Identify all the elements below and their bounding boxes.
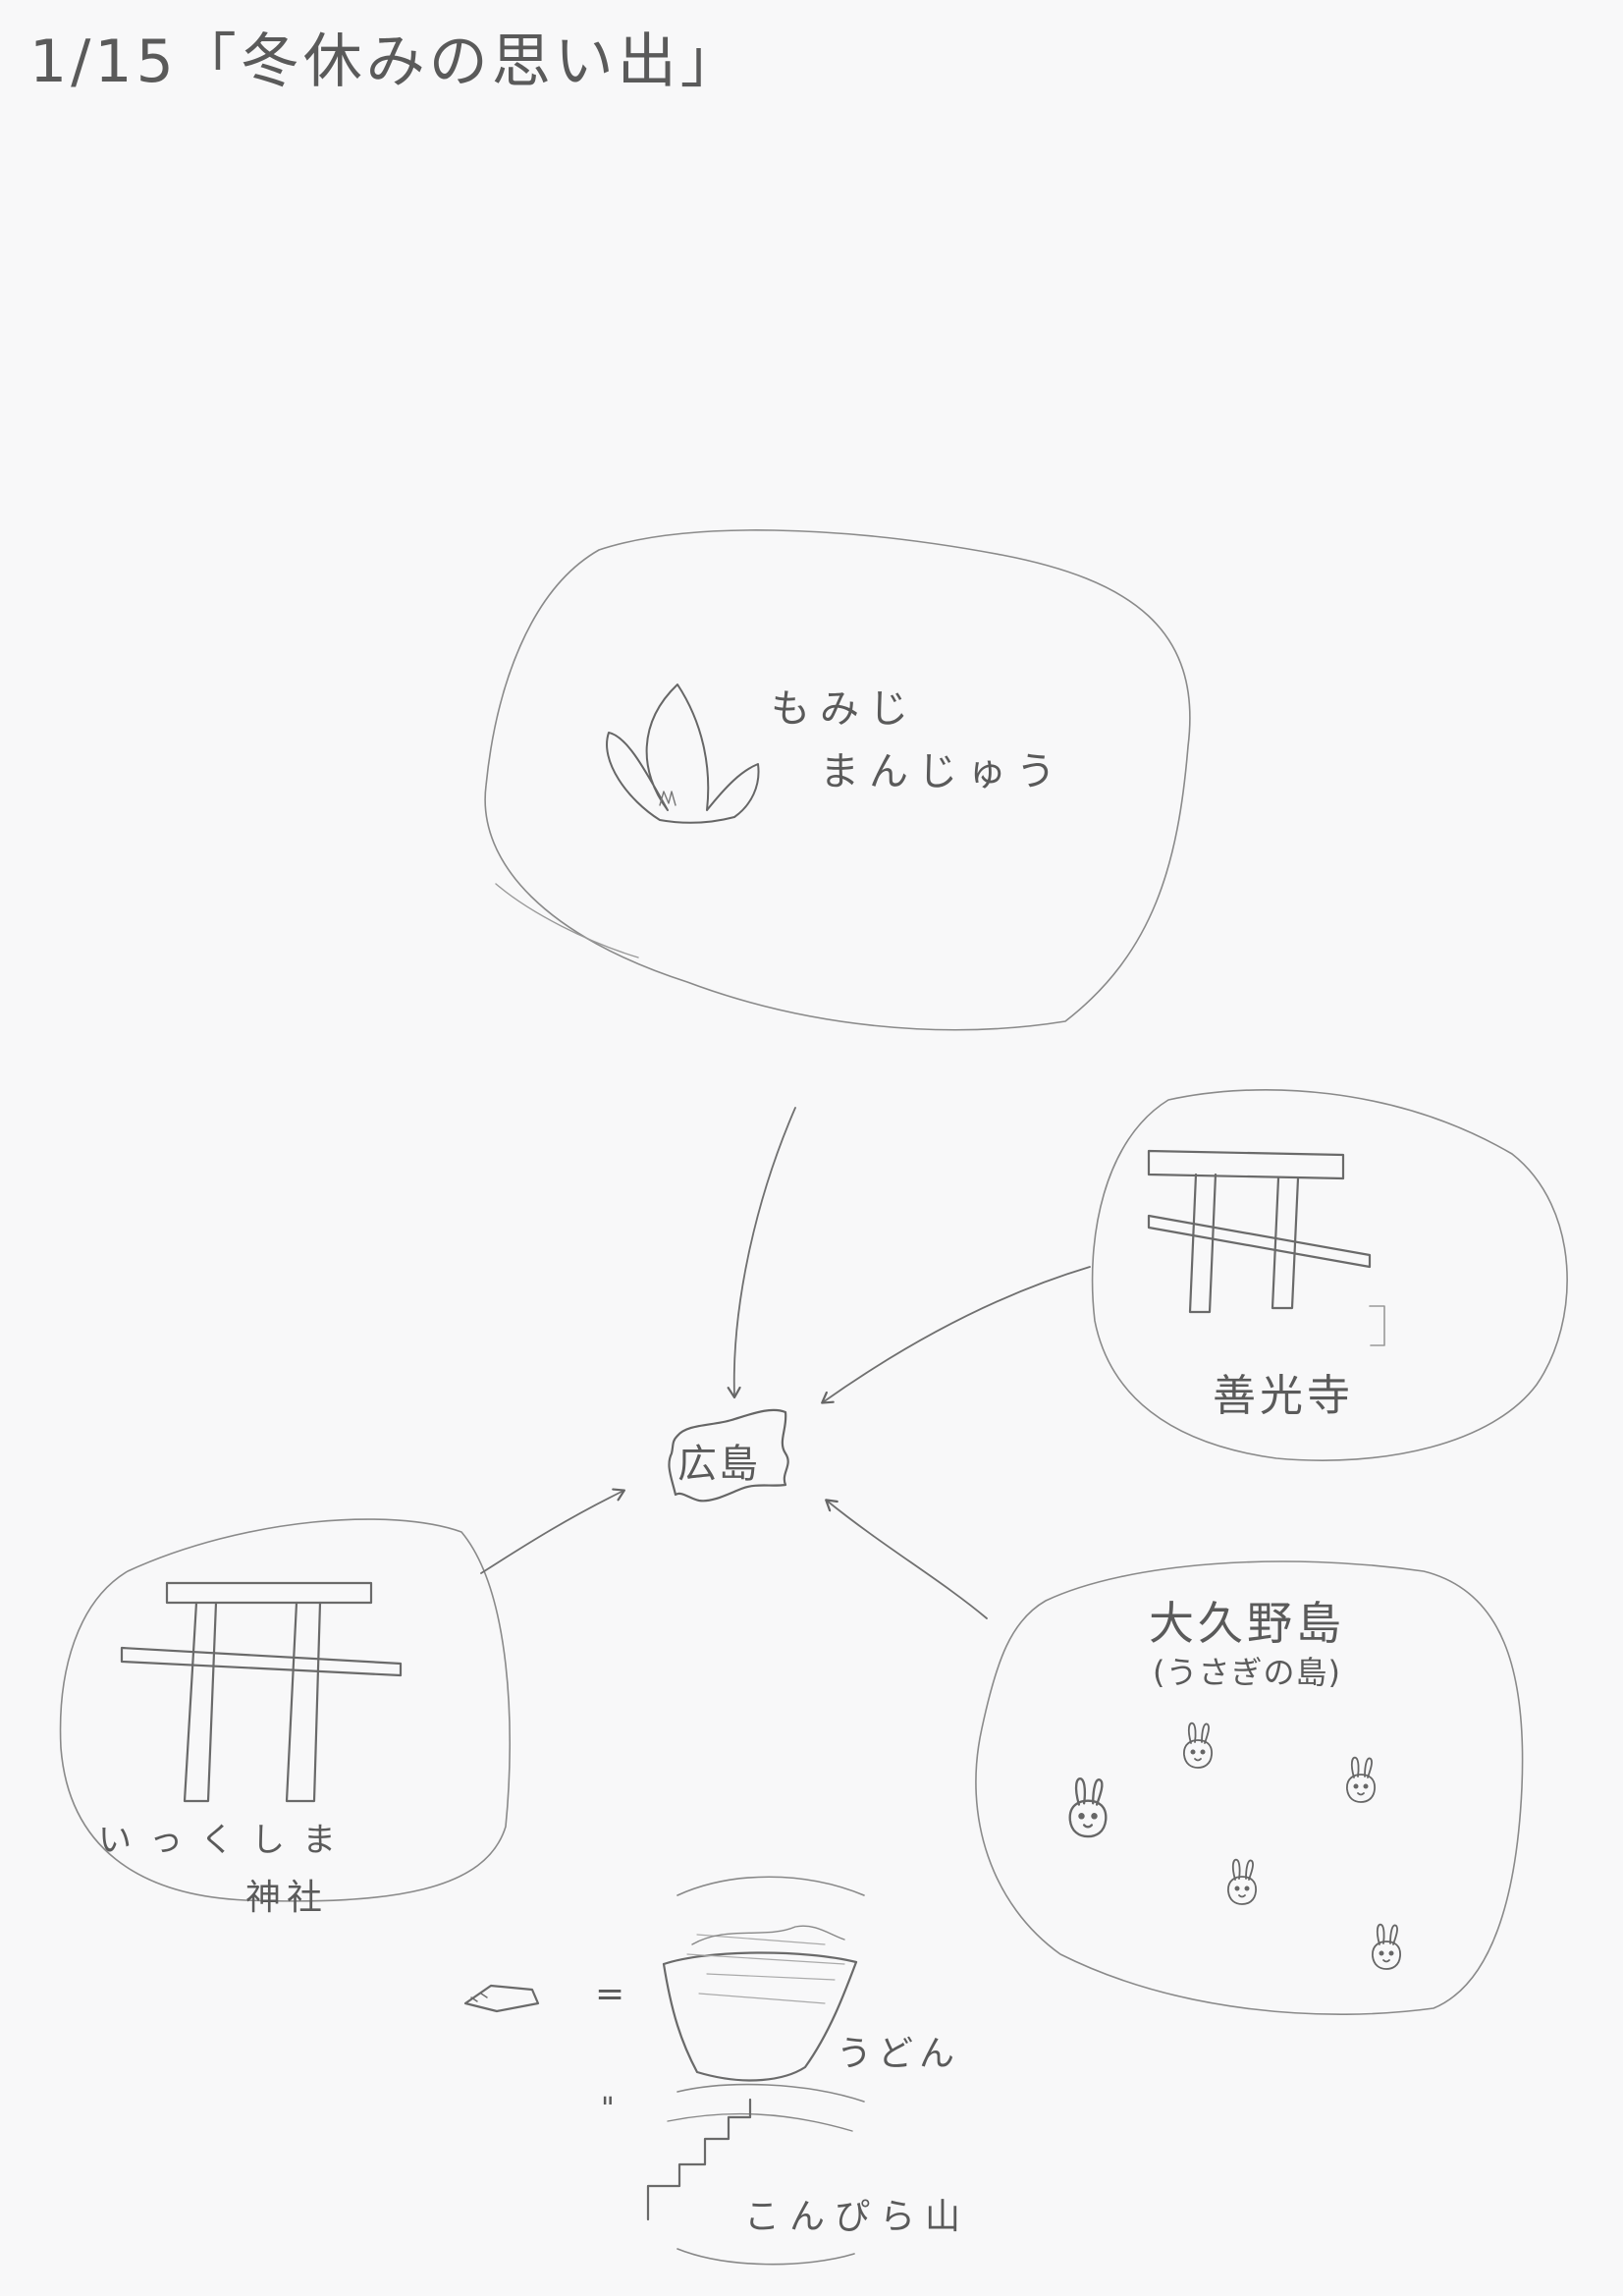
hiroshima-label: 広島 [677,1442,760,1487]
itsukushima-bubble [59,1518,512,1902]
ditto-mark: " [601,2092,615,2126]
itsukushima-label: いっくしま 神社 [98,1813,353,1920]
ticket-icon [463,1984,540,2013]
maple-leaf-icon [606,683,760,824]
zenkoji-label: 善光寺 [1213,1371,1354,1421]
kompira-label: こんぴら山 [744,2197,971,2237]
okunoshima-bubble [975,1560,1524,2015]
momiji-label-line1: もみじ [771,686,918,732]
okunoshima-label-line1: 大久野島 [1149,1597,1345,1650]
arrows [480,1107,1091,1619]
momiji-label: もみじ まんじゅう [771,678,1065,803]
rabbit-icon [1068,1722,1402,1971]
page-title: 1/15「冬休みの思い出」 [29,27,743,96]
stairs-icon [646,2098,855,2266]
momiji-label-line2: まんじゅう [820,749,1065,794]
itsukushima-label-line2: 神社 [245,1878,329,1918]
okunoshima-label-line2: (うさぎの島) [1153,1654,1341,1691]
momiji-bubble [484,529,1191,1031]
itsukushima-label-line1: いっくしま [98,1821,353,1860]
hiroshima-outline [668,1408,789,1503]
udon-label: うどん [837,2034,961,2074]
udon-bowl-icon [662,1876,865,2132]
torii-icon [120,1581,403,1803]
torii-icon [1147,1149,1385,1346]
equals-sign: = [595,1974,625,2014]
okunoshima-label: 大久野島 (うさぎの島) [1149,1599,1345,1697]
zenkoji-bubble [1091,1089,1568,1461]
